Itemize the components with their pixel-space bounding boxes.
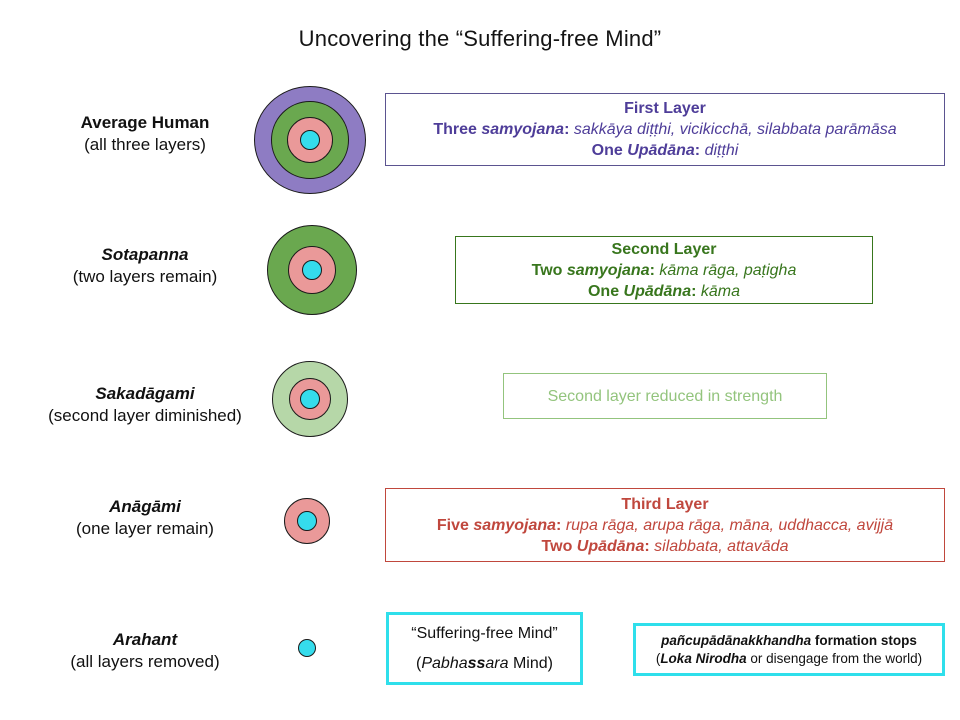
stage-name: Average Human	[80, 113, 210, 132]
cyan-core-circle	[297, 511, 317, 531]
reduced-strength-box: Second layer reduced in strength	[503, 373, 827, 419]
box-heading: Second Layer	[611, 240, 717, 258]
box-heading: Third Layer	[621, 495, 709, 513]
suffering-free-mind-box: “Suffering-free Mind” (Pabhassara Mind)	[386, 612, 583, 685]
formation-stops-box: pañcupādānakkhandha formation stops (Lok…	[633, 623, 945, 676]
circles-sakadagami	[272, 361, 348, 437]
upadana-line: Two Upādāna: silabbata, attavāda	[541, 537, 789, 555]
formation-stops-line: pañcupādānakkhandha formation stops	[661, 632, 917, 648]
cyan-core-circle	[298, 639, 316, 657]
cyan-core-circle	[300, 130, 320, 150]
upadana-line: One Upādāna: kāma	[587, 282, 741, 300]
first-layer-box: First Layer Three samyojana: sakkāya diṭ…	[385, 93, 945, 166]
suffering-free-line: “Suffering-free Mind”	[411, 625, 558, 642]
label-anagami: Anāgāmi (one layer remain)	[0, 496, 290, 540]
circles-average-human	[254, 86, 366, 194]
stage-note: (second layer diminished)	[48, 406, 242, 425]
samyojana-line: Five samyojana: rupa rāga, arupa rāga, m…	[436, 516, 894, 534]
pabhassara-line: (Pabhassara Mind)	[416, 655, 553, 672]
upadana-line: One Upādāna: diṭṭhi	[591, 142, 739, 159]
circles-anagami	[284, 498, 330, 544]
stage-name: Arahant	[112, 630, 178, 649]
second-layer-box: Second Layer Two samyojana: kāma rāga, p…	[455, 236, 873, 304]
label-average-human: Average Human (all three layers)	[0, 112, 290, 156]
circles-arahant	[298, 639, 316, 657]
page-title: Uncovering the “Suffering-free Mind”	[298, 26, 662, 51]
label-arahant: Arahant (all layers removed)	[0, 629, 290, 673]
label-sotapanna: Sotapanna (two layers remain)	[0, 244, 290, 288]
stage-name: Anāgāmi	[109, 497, 181, 516]
third-layer-box: Third Layer Five samyojana: rupa rāga, a…	[385, 488, 945, 562]
stage-note: (one layer remain)	[76, 519, 214, 538]
label-sakadagami: Sakadāgami (second layer diminished)	[0, 383, 290, 427]
stage-note: (two layers remain)	[72, 267, 218, 286]
stage-note: (all three layers)	[84, 135, 206, 154]
circles-sotapanna	[267, 225, 357, 315]
reduced-strength-text: Second layer reduced in strength	[547, 387, 783, 405]
samyojana-line: Three samyojana: sakkāya diṭṭhi, vicikic…	[433, 121, 897, 138]
pink-layer-ring	[284, 498, 330, 544]
cyan-core-circle	[300, 389, 320, 409]
samyojana-line: Two samyojana: kāma rāga, paṭigha	[531, 261, 797, 279]
box-heading: First Layer	[624, 100, 706, 117]
stage-note: (all layers removed)	[70, 652, 220, 671]
stage-name: Sakadāgami	[95, 384, 195, 403]
cyan-core-circle	[302, 260, 322, 280]
loka-nirodha-line: (Loka Nirodha or disengage from the worl…	[655, 650, 923, 666]
stage-name: Sotapanna	[101, 245, 189, 264]
